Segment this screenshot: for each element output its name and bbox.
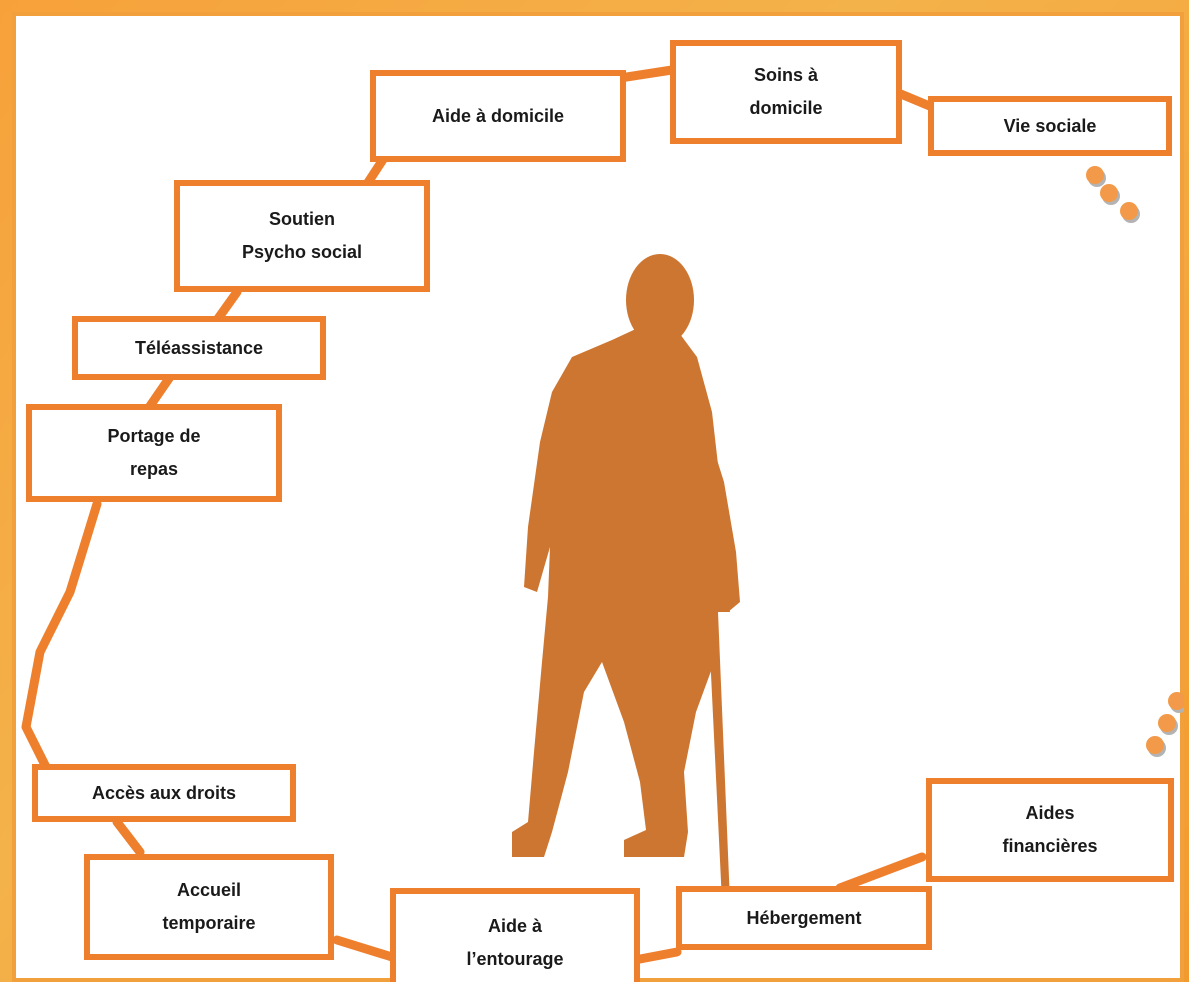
- node-aides-financieres: Aides financières: [926, 778, 1174, 882]
- node-soutien-psycho-social: Soutien Psycho social: [174, 180, 430, 292]
- connector-teleassistance-soutien: [212, 287, 242, 325]
- elderly-person-with-cane-icon: [512, 254, 740, 902]
- decorative-dot: [1146, 736, 1164, 754]
- node-soins-a-domicile: Soins à domicile: [670, 40, 902, 144]
- decorative-dot: [1120, 202, 1138, 220]
- node-aide-a-l-entourage: Aide à l’entourage: [390, 888, 640, 982]
- node-acces-aux-droits: Accès aux droits: [32, 764, 296, 822]
- connector-accueil-entourage: [332, 935, 397, 962]
- connector-portage-teleassistance: [145, 372, 175, 411]
- decorative-dot: [1100, 184, 1118, 202]
- diagram-frame: Soins à domicile Aide à domicile Vie soc…: [12, 12, 1184, 982]
- connector-acces-droits-accueil: [112, 817, 145, 857]
- decorative-dot: [1086, 166, 1104, 184]
- connector-portage-acces-droits: [21, 499, 102, 772]
- node-aide-a-domicile: Aide à domicile: [370, 70, 626, 162]
- node-accueil-temporaire: Accueil temporaire: [84, 854, 334, 960]
- connector-soutien-aide-domicile: [362, 153, 389, 189]
- connector-soins-vie-sociale: [891, 87, 937, 112]
- connector-hebergement-aides-fin: [835, 852, 927, 893]
- node-hebergement: Hébergement: [676, 886, 932, 950]
- node-teleassistance: Téléassistance: [72, 316, 326, 380]
- connector-lines: [21, 65, 937, 964]
- node-portage-de-repas: Portage de repas: [26, 404, 282, 502]
- decorative-dot: [1168, 692, 1184, 710]
- connector-entourage-hebergement: [635, 947, 682, 964]
- decorative-dot: [1158, 714, 1176, 732]
- node-vie-sociale: Vie sociale: [928, 96, 1172, 156]
- connector-aide-domicile-soins: [615, 65, 677, 83]
